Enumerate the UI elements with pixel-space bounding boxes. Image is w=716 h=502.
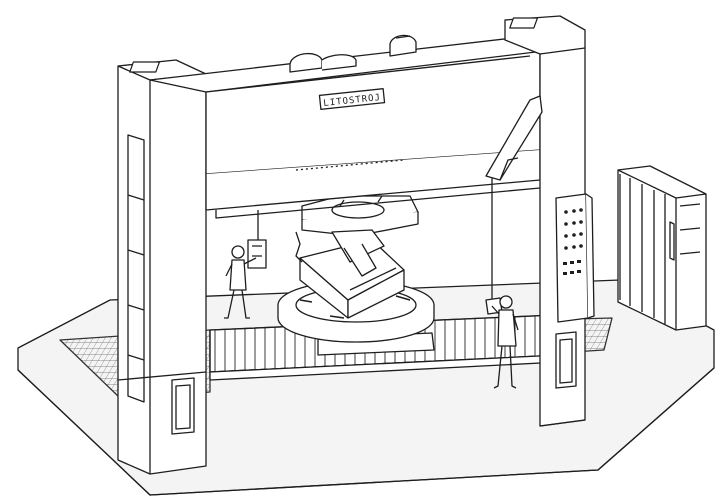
left-hoist xyxy=(247,210,267,269)
tool-hook xyxy=(295,231,303,263)
right-column xyxy=(504,15,586,427)
press-ram xyxy=(301,195,419,277)
left-foot-slot xyxy=(171,377,195,435)
worker-figure-right xyxy=(491,295,519,389)
workpiece xyxy=(299,239,405,319)
electrical-cabinet xyxy=(617,165,707,331)
press-crown xyxy=(149,34,586,219)
brand-plate xyxy=(318,88,386,110)
floor-edge xyxy=(17,367,715,496)
right-foot-slot xyxy=(555,331,577,389)
worker-figure-left xyxy=(224,245,257,319)
crane-arm xyxy=(485,95,543,315)
control-panel xyxy=(555,193,595,323)
left-column xyxy=(117,59,207,475)
